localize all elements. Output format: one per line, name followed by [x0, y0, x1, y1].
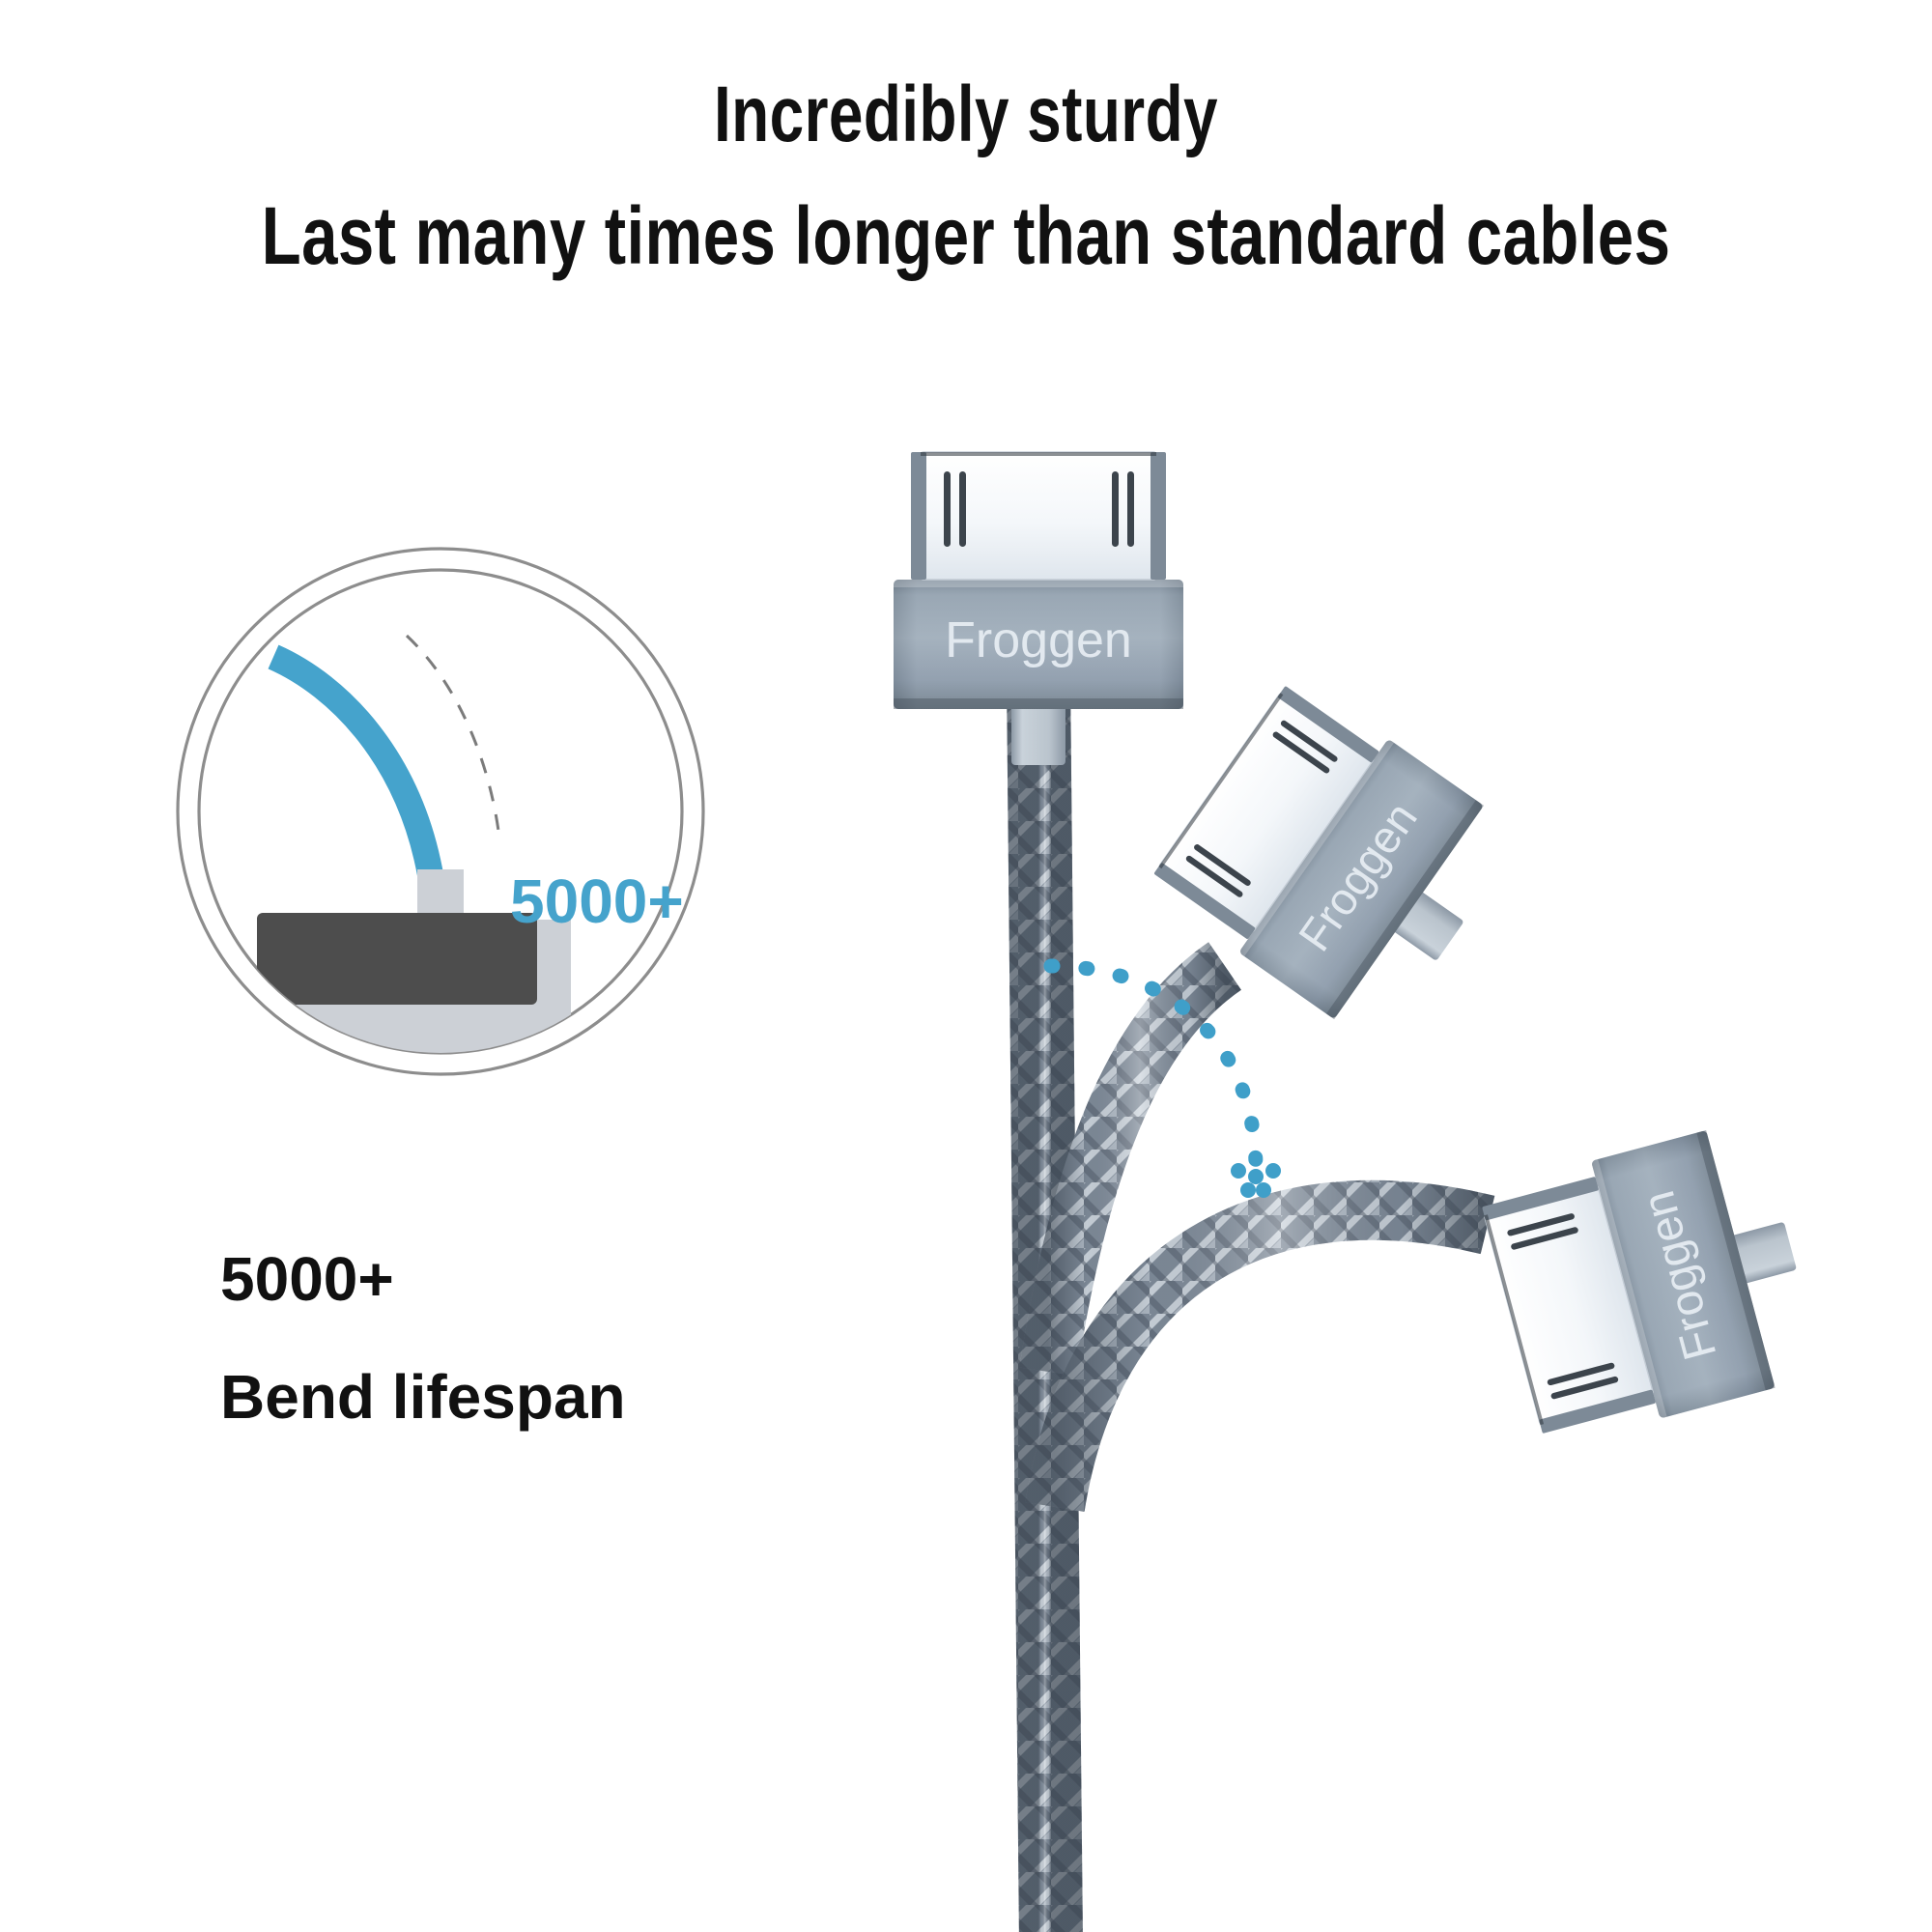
connector-top: Froggen	[893, 451, 1184, 766]
cable-branch-bottom-shading	[1025, 1179, 1495, 1512]
badge-outer-ring	[176, 547, 705, 1076]
connector-middle: Froggen	[1144, 671, 1526, 1049]
connector-bottom: Froggen	[1477, 1116, 1826, 1450]
caption-bend-lifespan: Bend lifespan	[220, 1362, 626, 1432]
connector-top-brand: Froggen	[945, 612, 1132, 668]
motion-arrow-head	[1231, 1163, 1281, 1198]
cable-branch-middle-shading	[1019, 942, 1242, 1377]
bend-test-badge: 5000+	[170, 541, 711, 1082]
motion-arrow-dotted	[1043, 958, 1264, 1177]
bending-cable	[268, 644, 444, 880]
motion-arrow-path	[1043, 958, 1264, 1177]
badge-bend-count: 5000+	[510, 867, 684, 936]
caption-bend-count: 5000+	[220, 1244, 394, 1314]
badge-caption: 5000+ Bend lifespan	[220, 1248, 819, 1428]
device-block	[257, 913, 537, 1005]
